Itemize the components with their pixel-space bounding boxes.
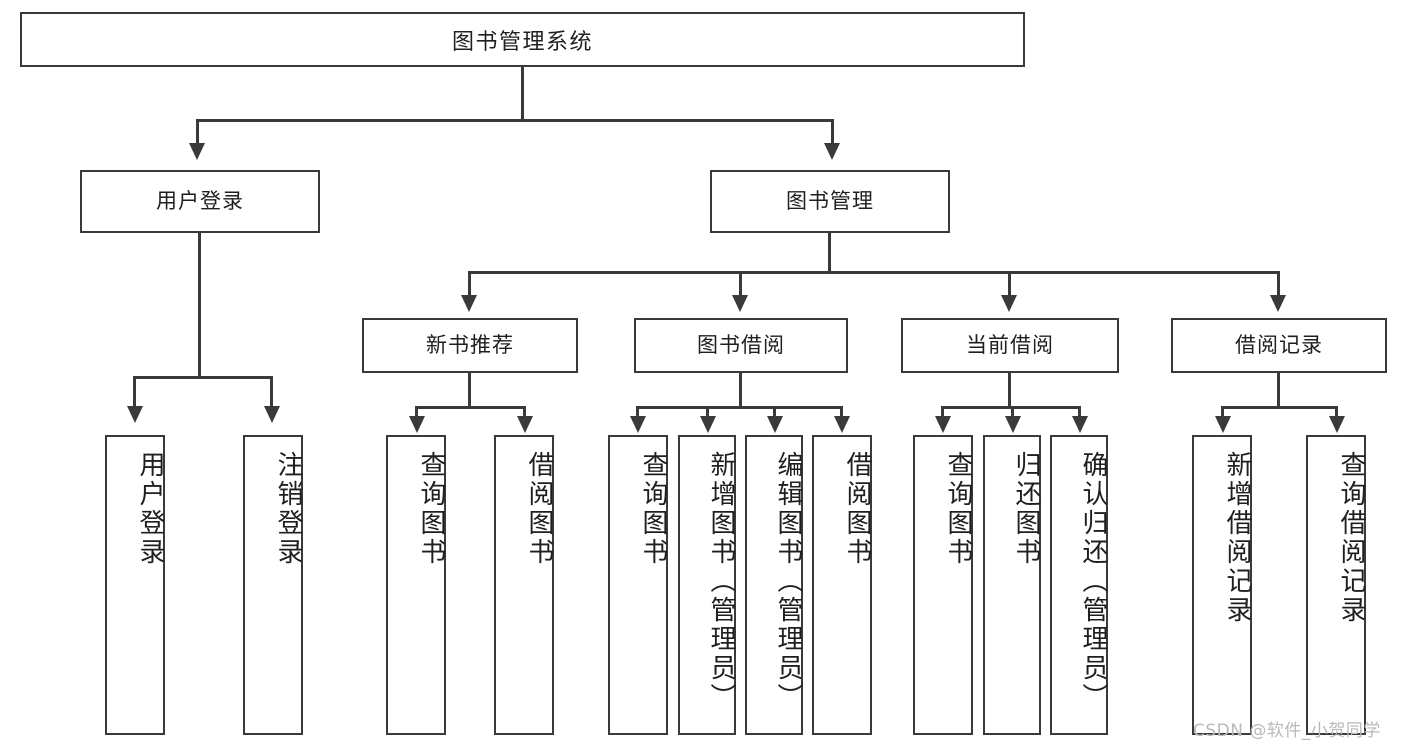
connector-root-to-book-management [831, 119, 834, 145]
arrow-new-book-leaf-2-icon [517, 416, 533, 433]
connector-user-login-stem [198, 233, 201, 378]
connector-new-book-bus [415, 406, 526, 409]
node-current-borrow[interactable]: 当前借阅 [901, 318, 1119, 373]
leaf-return-book[interactable]: 归还图书 [983, 435, 1041, 735]
leaf-user-login-label: 用户登录 [135, 451, 165, 567]
arrow-user-login-leaf-1-icon [127, 406, 143, 423]
connector-book-management-bus [468, 271, 1280, 274]
leaf-logout-login-label: 注销登录 [273, 451, 303, 567]
node-user-login[interactable]: 用户登录 [80, 170, 320, 233]
arrow-root-to-book-management-icon [824, 143, 840, 160]
arrow-bm-to-new-book-icon [461, 295, 477, 312]
arrow-user-login-leaf-2-icon [264, 406, 280, 423]
node-borrow-record[interactable]: 借阅记录 [1171, 318, 1387, 373]
node-book-management[interactable]: 图书管理 [710, 170, 950, 233]
arrow-book-borrow-leaf-3-icon [767, 416, 783, 433]
connector-book-borrow-leaf-1 [636, 406, 639, 420]
csdn-watermark: CSDN @软件_小贺同学 [1193, 721, 1381, 741]
arrow-bm-to-book-borrow-icon [732, 295, 748, 312]
leaf-query-book-current[interactable]: 查询图书 [913, 435, 973, 735]
leaf-logout-login[interactable]: 注销登录 [243, 435, 303, 735]
arrow-book-borrow-leaf-4-icon [834, 416, 850, 433]
leaf-add-borrow-record-label: 新增借阅记录 [1222, 451, 1252, 625]
connector-book-borrow-stem [739, 373, 742, 408]
arrow-current-borrow-leaf-1-icon [935, 416, 951, 433]
connector-borrow-record-leaf-1 [1221, 406, 1224, 420]
connector-book-borrow-leaf-4 [840, 406, 843, 420]
connector-current-borrow-leaf-3 [1078, 406, 1081, 420]
leaf-query-borrow-record-label: 查询借阅记录 [1336, 451, 1366, 625]
arrow-bm-to-current-borrow-icon [1001, 295, 1017, 312]
connector-root-stem [521, 67, 524, 120]
node-book-borrow[interactable]: 图书借阅 [634, 318, 848, 373]
leaf-borrow-book[interactable]: 借阅图书 [812, 435, 872, 735]
connector-book-borrow-leaf-2 [706, 406, 709, 420]
arrow-book-borrow-leaf-1-icon [630, 416, 646, 433]
connector-current-borrow-leaf-1 [941, 406, 944, 420]
leaf-return-book-label: 归还图书 [1011, 451, 1041, 567]
leaf-add-book-admin[interactable]: 新增图书（管理员） [678, 435, 736, 735]
connector-user-login-bus [133, 376, 273, 379]
connector-book-borrow-bus [636, 406, 841, 409]
arrow-bm-to-borrow-record-icon [1270, 295, 1286, 312]
connector-bm-to-borrow-record [1277, 271, 1280, 297]
leaf-edit-book-admin[interactable]: 编辑图书（管理员） [745, 435, 803, 735]
connector-new-book-leaf-1 [415, 406, 418, 420]
connector-book-management-stem [828, 233, 831, 273]
leaf-user-login[interactable]: 用户登录 [105, 435, 165, 735]
leaf-edit-book-admin-label: 编辑图书（管理员） [773, 451, 803, 712]
leaf-borrow-book-recommend[interactable]: 借阅图书 [494, 435, 554, 735]
arrow-book-borrow-leaf-2-icon [700, 416, 716, 433]
arrow-new-book-leaf-1-icon [409, 416, 425, 433]
leaf-confirm-return-admin[interactable]: 确认归还（管理员） [1050, 435, 1108, 735]
connector-current-borrow-bus [941, 406, 1080, 409]
connector-book-borrow-leaf-3 [773, 406, 776, 420]
connector-bm-to-book-borrow [739, 271, 742, 297]
leaf-query-book-recommend-label: 查询图书 [416, 451, 446, 567]
arrow-borrow-record-leaf-2-icon [1329, 416, 1345, 433]
connector-user-login-to-leaf-2 [270, 376, 273, 408]
leaf-query-book-current-label: 查询图书 [943, 451, 973, 567]
connector-new-book-leaf-2 [523, 406, 526, 420]
arrow-current-borrow-leaf-3-icon [1072, 416, 1088, 433]
connector-borrow-record-stem [1277, 373, 1280, 408]
connector-bm-to-new-book [468, 271, 471, 297]
connector-borrow-record-leaf-2 [1335, 406, 1338, 420]
connector-user-login-to-leaf-1 [133, 376, 136, 408]
leaf-query-book-borrow[interactable]: 查询图书 [608, 435, 668, 735]
connector-current-borrow-leaf-2 [1011, 406, 1014, 420]
node-new-book-recommend[interactable]: 新书推荐 [362, 318, 578, 373]
node-root-book-management-system[interactable]: 图书管理系统 [20, 12, 1025, 67]
leaf-query-book-borrow-label: 查询图书 [638, 451, 668, 567]
connector-borrow-record-bus [1221, 406, 1338, 409]
leaf-query-borrow-record[interactable]: 查询借阅记录 [1306, 435, 1366, 735]
leaf-confirm-return-admin-label: 确认归还（管理员） [1078, 451, 1108, 712]
leaf-borrow-book-recommend-label: 借阅图书 [524, 451, 554, 567]
arrow-root-to-user-login-icon [189, 143, 205, 160]
leaf-query-book-recommend[interactable]: 查询图书 [386, 435, 446, 735]
leaf-add-book-admin-label: 新增图书（管理员） [706, 451, 736, 712]
leaf-borrow-book-label: 借阅图书 [842, 451, 872, 567]
connector-root-bus [196, 119, 834, 122]
connector-root-to-user-login [196, 119, 199, 145]
leaf-add-borrow-record[interactable]: 新增借阅记录 [1192, 435, 1252, 735]
connector-bm-to-current-borrow [1008, 271, 1011, 297]
arrow-current-borrow-leaf-2-icon [1005, 416, 1021, 433]
connector-new-book-stem [468, 373, 471, 408]
arrow-borrow-record-leaf-1-icon [1215, 416, 1231, 433]
connector-current-borrow-stem [1008, 373, 1011, 408]
